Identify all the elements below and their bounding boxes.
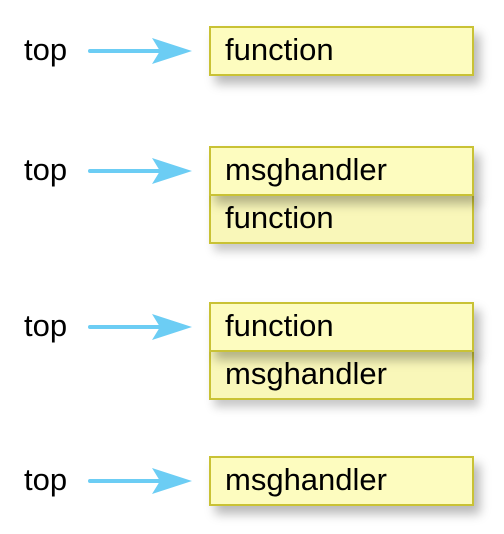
top-pointer-label: top <box>24 462 68 497</box>
stack-cell: msghandler <box>209 456 474 506</box>
stack-cell: function <box>209 26 474 76</box>
stack: msghandler function <box>209 146 474 244</box>
arrow-right-icon <box>88 158 192 184</box>
stack: function msghandler <box>209 302 474 400</box>
top-pointer-label: top <box>24 152 68 187</box>
stack-cell: function <box>209 302 474 352</box>
stack: msghandler <box>209 456 474 506</box>
stack-cell: function <box>209 194 474 244</box>
stack-cell: msghandler <box>209 350 474 400</box>
stack-cell: msghandler <box>209 146 474 196</box>
arrow-right-icon <box>88 38 192 64</box>
top-pointer-label: top <box>24 308 68 343</box>
top-pointer-label: top <box>24 32 68 67</box>
stack: function <box>209 26 474 76</box>
arrow-right-icon <box>88 314 192 340</box>
arrow-right-icon <box>88 468 192 494</box>
